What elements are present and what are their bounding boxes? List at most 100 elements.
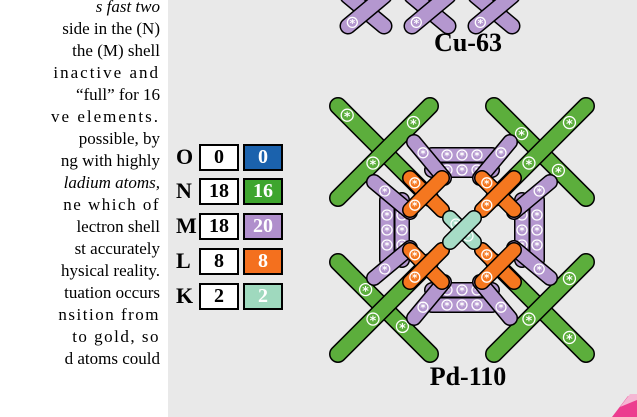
m-shell-orbital: * * * (529, 192, 545, 268)
shell-electron-count-box: 20 (243, 213, 283, 240)
shell-letter: O (176, 144, 194, 169)
svg-text:*: * (410, 116, 417, 131)
pd-110-title: Pd-110 (429, 362, 507, 391)
svg-text:*: * (484, 178, 490, 190)
shell-capacity-box: 2 (199, 283, 239, 310)
shell-letter: K (176, 283, 194, 308)
shell-electron-count-box: 0 (243, 144, 283, 171)
electron-marker-icon: * (379, 185, 391, 199)
electron-marker-icon: * (495, 147, 507, 160)
svg-text:*: * (412, 250, 418, 262)
svg-text:*: * (566, 272, 573, 287)
electron-marker-icon: * (395, 319, 410, 335)
electron-marker-icon: * (481, 199, 493, 213)
electron-marker-icon: * (562, 271, 577, 287)
electron-marker-icon: * (562, 330, 577, 346)
electron-marker-icon: * (396, 224, 408, 238)
svg-text:*: * (459, 286, 465, 298)
text-column: s fast two side in the (N) the (M) shell… (0, 0, 168, 417)
svg-text:*: * (498, 303, 504, 315)
svg-text:*: * (484, 201, 490, 213)
svg-text:*: * (534, 226, 540, 238)
electron-marker-icon: * (481, 271, 493, 285)
m-shell-orbital: *** (424, 297, 500, 313)
svg-text:*: * (526, 156, 533, 171)
svg-text:*: * (444, 151, 450, 163)
electron-marker-icon: * (522, 312, 536, 327)
electron-marker-icon: * (456, 299, 468, 313)
electron-marker-icon: * (516, 224, 528, 238)
electron-marker-icon: * (409, 249, 421, 262)
electron-marker-icon: * (366, 156, 380, 171)
svg-text:*: * (526, 312, 533, 327)
svg-text:*: * (465, 232, 471, 244)
svg-text:*: * (519, 226, 525, 238)
electron-marker-icon: * (417, 301, 429, 315)
svg-text:*: * (459, 301, 465, 313)
electron-marker-icon: * (531, 239, 543, 253)
n-shell-orbital: ** (485, 253, 595, 363)
svg-text:*: * (484, 273, 490, 285)
electron-marker-icon: * (456, 284, 468, 298)
svg-text:*: * (414, 18, 420, 30)
shell-capacity-box: 18 (199, 213, 239, 240)
svg-text:*: * (344, 109, 351, 124)
text-line: to gold, so (72, 327, 160, 346)
electron-marker-icon: * (456, 149, 468, 163)
svg-text:*: * (412, 201, 418, 213)
electron-marker-icon: * (366, 312, 380, 327)
svg-text:*: * (555, 164, 562, 179)
svg-text:*: * (478, 18, 484, 30)
electron-marker-icon: * (474, 16, 486, 30)
electron-marker-icon: * (346, 16, 358, 30)
electron-marker-icon: * (406, 115, 421, 131)
m-shell-orbital: *** (424, 147, 500, 163)
text-line: s fast two (95, 0, 160, 16)
svg-text:*: * (534, 241, 540, 253)
text-line: ladium atoms, (63, 173, 160, 192)
text-line: ng with highly (60, 151, 160, 170)
electron-marker-icon: * (495, 301, 507, 315)
shell-capacity-box: 18 (199, 178, 239, 205)
cu-orbital-bar: * (467, 0, 520, 35)
electron-marker-icon: * (410, 16, 422, 30)
svg-text:*: * (382, 265, 388, 277)
electron-marker-icon: * (562, 115, 577, 131)
cu-63-title: Cu-63 (434, 28, 502, 57)
shell-letter: M (176, 213, 197, 238)
shell-electron-count-box: 16 (243, 178, 283, 205)
svg-text:*: * (566, 116, 573, 131)
text-line: lectron shell (76, 217, 160, 236)
svg-text:*: * (566, 331, 573, 346)
text-line: tuation occurs (64, 283, 160, 302)
electron-marker-icon: * (417, 147, 429, 160)
cu-orbital-bar: * (339, 0, 392, 35)
text-line: ne which of (63, 195, 160, 214)
svg-text:*: * (459, 166, 465, 178)
svg-text:*: * (370, 156, 377, 171)
svg-text:*: * (399, 226, 405, 238)
svg-text:*: * (536, 265, 542, 277)
electron-marker-icon: * (358, 282, 373, 298)
electron-marker-icon: * (409, 271, 421, 285)
electron-marker-icon: * (381, 224, 393, 238)
electron-marker-icon: * (522, 156, 536, 171)
cu-orbital-bar: * (403, 0, 456, 35)
text-line: hysical reality. (61, 261, 160, 280)
svg-text:*: * (420, 148, 426, 160)
svg-text:*: * (382, 187, 388, 199)
text-line: d atoms could (64, 349, 160, 368)
electron-marker-icon: * (441, 299, 453, 313)
svg-text:*: * (534, 211, 540, 223)
electron-marker-icon: * (481, 177, 493, 190)
text-line: nsition from (58, 305, 160, 324)
svg-text:*: * (498, 148, 504, 160)
electron-marker-icon: * (531, 224, 543, 238)
electron-marker-icon: * (533, 185, 545, 199)
electron-marker-icon: * (409, 177, 421, 190)
svg-text:*: * (444, 301, 450, 313)
svg-text:*: * (370, 312, 377, 327)
shell-electron-count-box: 8 (243, 248, 283, 275)
svg-text:*: * (399, 211, 405, 223)
